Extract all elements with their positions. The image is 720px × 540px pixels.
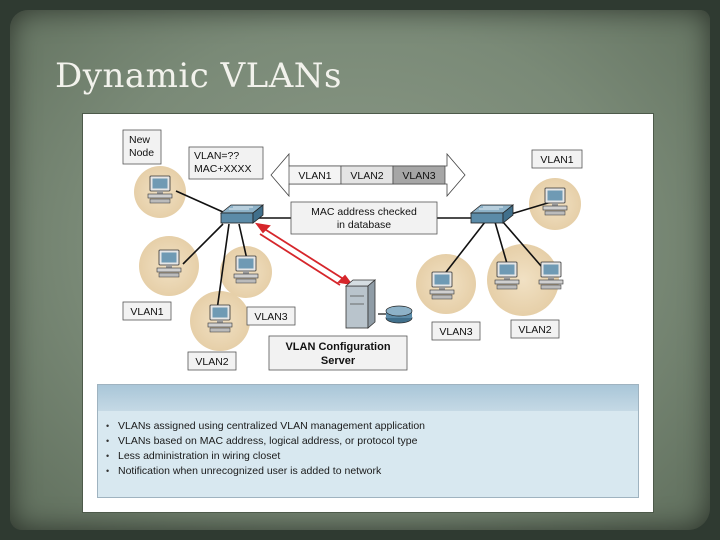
svg-text:Node: Node xyxy=(129,147,154,159)
vlan-query-label: VLAN=?? MAC+XXXX xyxy=(188,146,264,180)
server-label: VLAN Configuration Server xyxy=(268,335,408,371)
vlan-bar-label: VLAN1 xyxy=(298,170,331,182)
switch-icon xyxy=(220,204,264,224)
new-node-label: New Node xyxy=(122,129,162,165)
svg-text:VLAN1: VLAN1 xyxy=(130,306,163,318)
svg-text:VLAN3: VLAN3 xyxy=(254,311,287,323)
computer-icon xyxy=(494,261,520,290)
feature-list: VLANs assigned using centralized VLAN ma… xyxy=(106,419,425,479)
svg-text:in database: in database xyxy=(337,219,391,231)
feature-item: Notification when unrecognized user is a… xyxy=(106,464,425,479)
figure-panel: VLAN1 VLAN2 VLAN3 New Node VLAN=?? MAC+X… xyxy=(82,113,654,513)
vlan-lookup-arrow: VLAN1 VLAN2 VLAN3 xyxy=(270,152,466,198)
signal-arrowhead xyxy=(337,274,354,286)
svg-text:Server: Server xyxy=(321,355,356,367)
left-vlan1-label: VLAN1 xyxy=(122,301,172,321)
computer-icon xyxy=(156,249,182,278)
right-vlan2-label: VLAN2 xyxy=(510,319,560,339)
mac-check-label: MAC address checked in database xyxy=(290,201,438,235)
link-line xyxy=(182,223,224,265)
svg-text:VLAN3: VLAN3 xyxy=(439,326,472,338)
switch-icon xyxy=(470,204,514,224)
link-line xyxy=(216,223,230,311)
computer-icon xyxy=(233,255,259,284)
svg-text:VLAN2: VLAN2 xyxy=(518,324,551,336)
server-icon xyxy=(344,279,377,329)
svg-text:VLAN1: VLAN1 xyxy=(540,154,573,166)
feature-item: Less administration in wiring closet xyxy=(106,449,425,464)
vlan-bar-cell xyxy=(392,165,446,185)
right-vlan1-label: VLAN1 xyxy=(531,149,583,169)
signal-line xyxy=(259,233,341,286)
vlan-bar-label: VLAN2 xyxy=(350,170,383,182)
vlan-bar-label: VLAN3 xyxy=(402,170,435,182)
router-icon xyxy=(378,305,413,324)
feature-list-header-bar xyxy=(98,385,638,411)
slide-title: Dynamic VLANs xyxy=(55,56,342,96)
svg-text:New: New xyxy=(129,134,150,146)
computer-icon xyxy=(429,271,455,300)
vlan-diagram: VLAN1 VLAN2 VLAN3 New Node VLAN=?? MAC+X… xyxy=(122,129,583,371)
feature-item: VLANs based on MAC address, logical addr… xyxy=(106,434,425,449)
slide: Dynamic VLANs xyxy=(10,10,710,530)
svg-text:VLAN=??: VLAN=?? xyxy=(194,150,239,162)
link-line xyxy=(510,201,552,215)
svg-text:MAC+XXXX: MAC+XXXX xyxy=(194,163,251,175)
signal-arrowhead xyxy=(254,222,271,234)
link-line xyxy=(442,221,486,277)
svg-text:MAC address checked: MAC address checked xyxy=(311,206,417,218)
computer-icon xyxy=(207,304,233,333)
feature-list-panel: VLANs assigned using centralized VLAN ma… xyxy=(97,384,639,498)
link-line xyxy=(502,221,549,275)
signal-line xyxy=(262,227,346,281)
computer-icon xyxy=(147,175,173,204)
computer-icon xyxy=(538,261,564,290)
left-vlan3-label: VLAN3 xyxy=(246,306,296,326)
svg-text:VLAN Configuration: VLAN Configuration xyxy=(285,341,390,353)
link-line xyxy=(175,190,224,213)
right-vlan3-label: VLAN3 xyxy=(431,321,481,341)
left-vlan2-label: VLAN2 xyxy=(187,351,237,371)
svg-text:VLAN2: VLAN2 xyxy=(195,356,228,368)
server-signal xyxy=(254,222,354,286)
computer-icon xyxy=(542,187,568,216)
feature-item: VLANs assigned using centralized VLAN ma… xyxy=(106,419,425,434)
